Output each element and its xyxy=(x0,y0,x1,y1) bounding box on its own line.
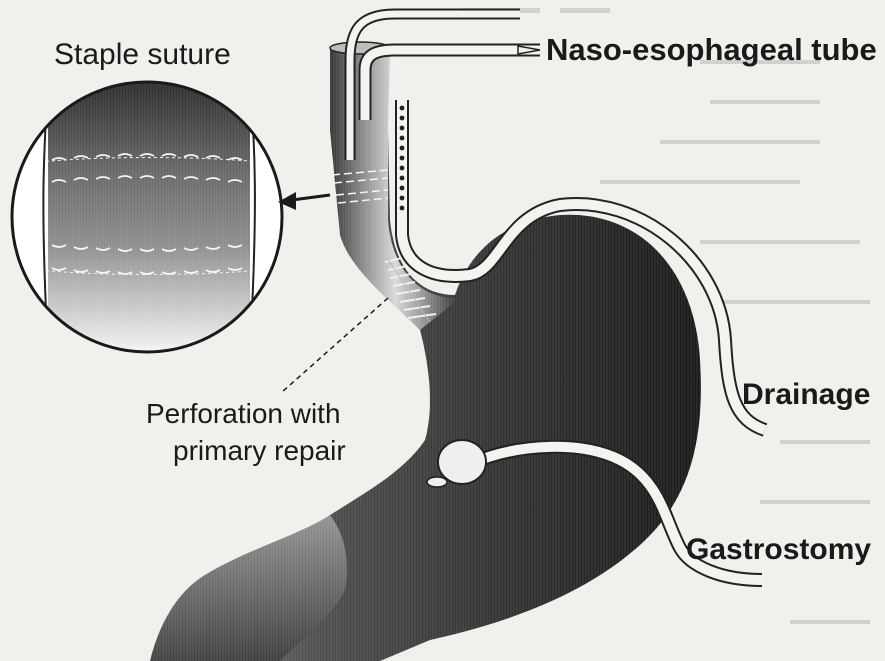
naso-esophageal-tube-label: Naso-esophageal tube xyxy=(546,32,877,68)
perforation-label-line2: primary repair xyxy=(173,435,346,467)
magnified-inset xyxy=(12,82,286,352)
drainage-label: Drainage xyxy=(742,378,870,412)
gastrostomy-label: Gastrostomy xyxy=(686,533,871,567)
perforation-leader-line xyxy=(282,298,388,392)
staple-suture-label: Staple suture xyxy=(54,38,231,72)
perforation-label-line1: Perforation with xyxy=(146,398,341,430)
inset-pointer-arrow xyxy=(278,192,330,210)
